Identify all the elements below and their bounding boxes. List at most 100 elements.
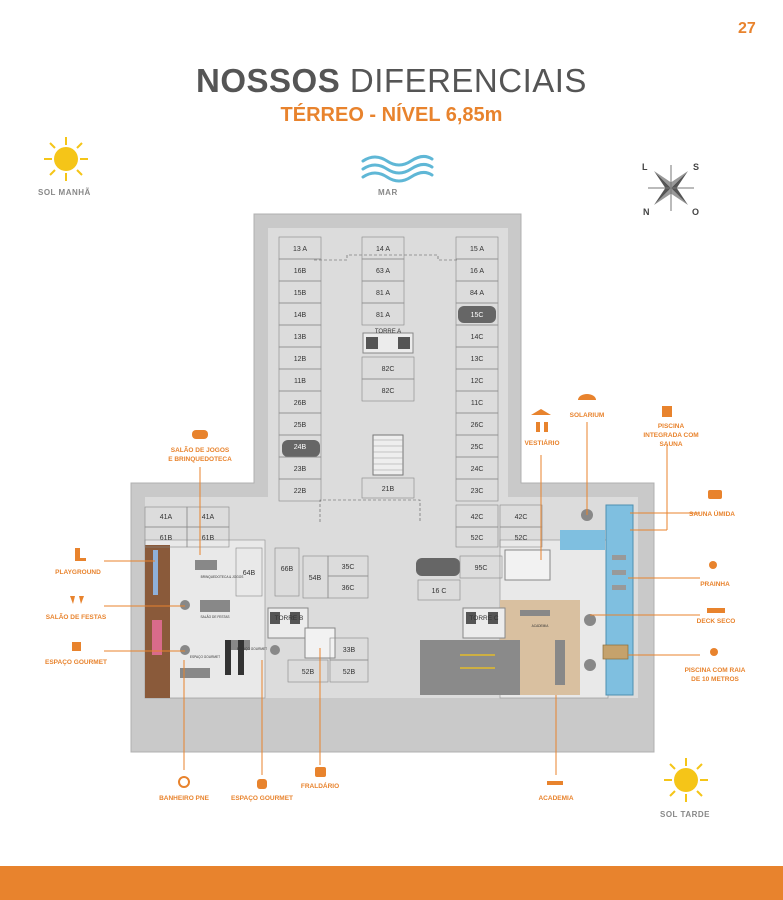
- parking-stall-label: 24C: [471, 466, 484, 473]
- sea-label: MAR: [378, 188, 398, 197]
- label-solarium: SOLARIUM: [569, 412, 605, 419]
- page-subtitle: TÉRREO - NÍVEL 6,85m: [280, 104, 503, 126]
- sauna-icon: [708, 490, 722, 499]
- parking-stall-label: 15 A: [470, 246, 484, 253]
- label-prainha: PRAINHA: [700, 581, 730, 588]
- compass-letter: N: [643, 207, 650, 217]
- car: [458, 306, 496, 323]
- hanger-icon: [531, 409, 551, 415]
- sun-morning-icon: [44, 137, 88, 181]
- page-number: 27: [738, 20, 756, 37]
- sun-afternoon-icon: [664, 758, 708, 802]
- parking-stall-label: 25B: [294, 422, 307, 429]
- label-sauna-umida: SAUNA ÚMIDA: [689, 511, 735, 518]
- label-salao-festas: SALÃO DE FESTAS: [45, 614, 107, 621]
- parking-stall-label: 22B: [294, 488, 307, 495]
- compass-letter: L: [642, 162, 648, 172]
- parking-stall-label: 42C: [471, 514, 484, 521]
- parking-stall-label: 23B: [294, 466, 307, 473]
- parking-stall-label: 66B: [281, 566, 294, 573]
- parking-stall-label: 52B: [343, 669, 356, 676]
- parking-stall-label: 81 A: [376, 312, 390, 319]
- compass-rose-icon: L S N O: [642, 162, 699, 217]
- parking-stall-label: 52B: [302, 669, 315, 676]
- gamepad-icon: [192, 430, 208, 439]
- parking-stall-label: 61B: [202, 535, 215, 542]
- swimmer-icon: [710, 648, 718, 656]
- parking-stall-label: 11B: [294, 378, 306, 385]
- parking-stall-label: 24B: [294, 444, 307, 451]
- label-banheiro-pne: BANHEIRO PNE: [159, 795, 209, 802]
- car: [282, 440, 320, 457]
- umbrella-icon: [578, 394, 596, 400]
- room-label: ESPAÇO GOURMET: [237, 647, 267, 651]
- parking-stall-label: 14B: [294, 312, 307, 319]
- lounger-icon: [707, 608, 725, 613]
- room-label: ACADEMIA: [532, 624, 550, 628]
- label-salao-jogos: SALÃO DE JOGOS E BRINQUEDOTECA: [168, 447, 232, 463]
- parking-stall-label: 82C: [382, 366, 395, 373]
- parking-stall-label: 16B: [294, 268, 307, 275]
- parking-stall-label: 26C: [471, 422, 484, 429]
- page-title: NOSSOS DIFERENCIAIS: [0, 62, 783, 100]
- room-label: SALÃO DE FESTAS: [201, 614, 230, 619]
- label-vestiario: VESTIÁRIO: [524, 440, 560, 447]
- playground-icon: [75, 548, 86, 561]
- parking-stall-label: 41A: [160, 514, 173, 521]
- restroom-icon: [536, 422, 540, 432]
- chef-hat-icon: [257, 779, 267, 789]
- parking-stall-label: 63 A: [376, 268, 390, 275]
- parking-stall-label: 21B: [382, 486, 395, 493]
- label-piscina-integrada: PISCINA INTEGRADA COM SAUNA: [643, 423, 699, 448]
- tower-label: TORRE C: [469, 615, 498, 622]
- stairs: [372, 434, 404, 476]
- parking-stall-label: 35C: [342, 564, 355, 571]
- room-label: BRINQUEDOTECA & JOGOS: [201, 575, 244, 579]
- footer-bar: [0, 866, 783, 900]
- parking-stall-label: 11C: [471, 400, 483, 407]
- parking-stall-label: 13 A: [293, 246, 307, 253]
- title-bold: NOSSOS: [196, 62, 341, 99]
- label-espaco-gourmet-left: ESPAÇO GOURMET: [45, 659, 107, 666]
- tower-label: TORRE A: [375, 329, 401, 335]
- parking-stall-label: 12C: [471, 378, 484, 385]
- pool: [605, 504, 634, 696]
- dumbbell-icon: [547, 781, 563, 785]
- parking-stall-label: 42C: [515, 514, 528, 521]
- sun-afternoon-label: SOL TARDE: [660, 810, 710, 819]
- parking-stall-label: 14 A: [376, 246, 390, 253]
- parking-stall-label: 25C: [471, 444, 484, 451]
- parking-stall-label: 52C: [515, 535, 528, 542]
- parking-stall-label: 14C: [471, 334, 484, 341]
- compass-letter: S: [693, 162, 699, 172]
- beach-icon: [709, 561, 717, 569]
- parking-stall-label: 54B: [309, 575, 322, 582]
- parking-stall-label: 95C: [475, 565, 488, 572]
- parking-stall-label: 13C: [471, 356, 484, 363]
- parking-stall-label: 64B: [243, 570, 256, 577]
- parking-column-1: [278, 236, 322, 502]
- parking-stall-label: 23C: [471, 488, 484, 495]
- parking-stall-label: 52C: [471, 535, 484, 542]
- parking-stall-label: 15C: [471, 312, 484, 319]
- label-espaco-gourmet-bottom: ESPAÇO GOURMET: [231, 795, 293, 802]
- wheelchair-icon: [178, 776, 190, 788]
- title-light: DIFERENCIAIS: [349, 62, 587, 99]
- tower-label: TORRE B: [275, 615, 304, 622]
- label-deck-seco: DECK SECO: [696, 618, 736, 625]
- gourmet-icon: [72, 642, 81, 651]
- parking-stall-label: 15B: [294, 290, 307, 297]
- parking-stall-label: 82C: [382, 388, 395, 395]
- car: [416, 558, 460, 576]
- party-glasses-icon: [70, 596, 84, 604]
- parking-stall-label: 12B: [294, 356, 307, 363]
- parking-stall-label: 84 A: [470, 290, 484, 297]
- restroom-icon: [544, 422, 548, 432]
- parking-stall-label: 16 A: [470, 268, 484, 275]
- sea-waves-icon: [361, 154, 434, 183]
- parking-stall-label: 26B: [294, 400, 307, 407]
- label-piscina-raia: PISCINA COM RAIA DE 10 METROS: [684, 667, 746, 683]
- compass-letter: O: [692, 207, 699, 217]
